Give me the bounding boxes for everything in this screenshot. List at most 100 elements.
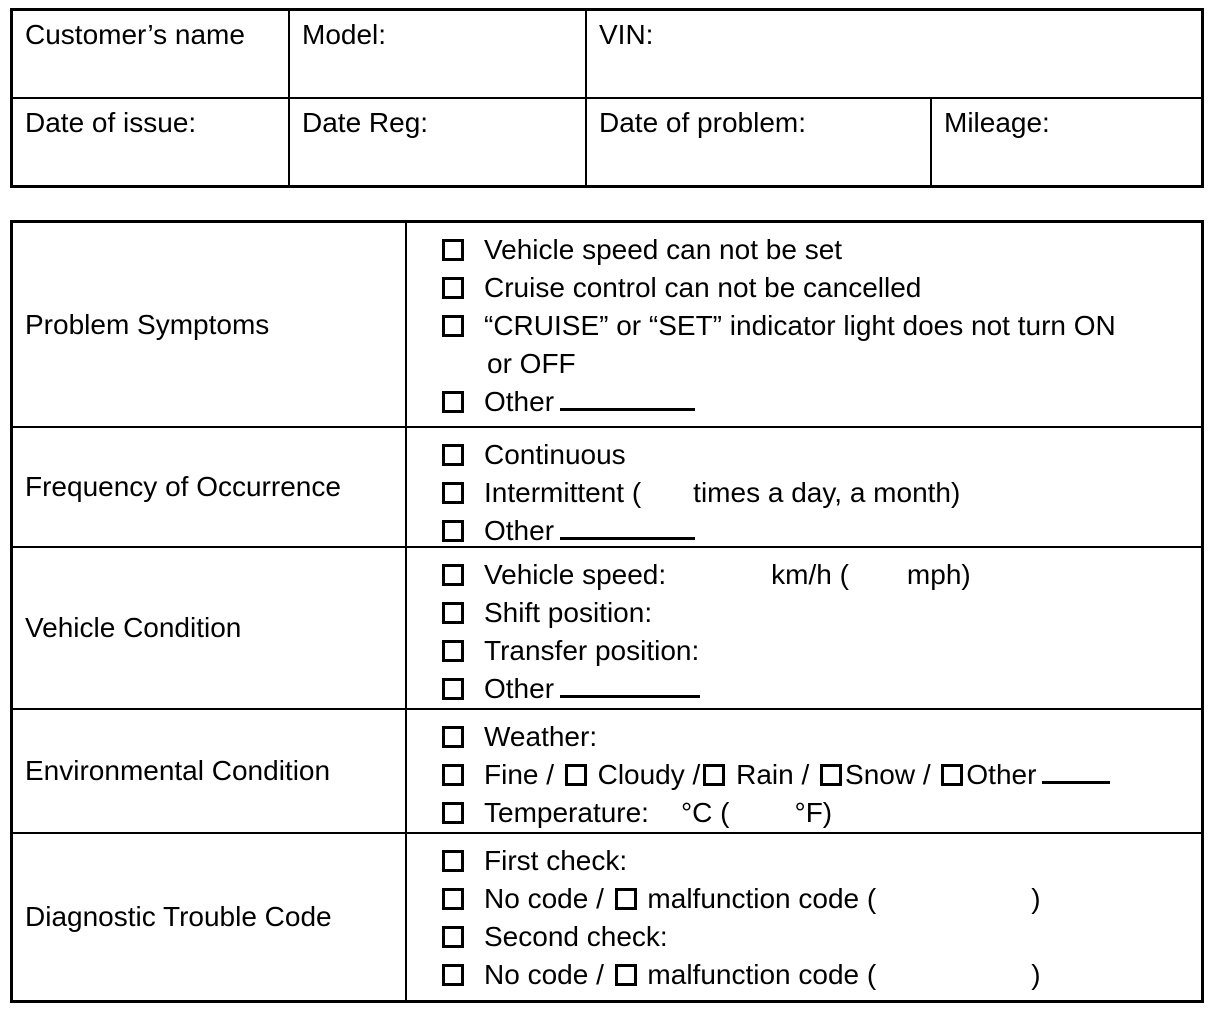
field-label-vin: VIN: [599, 19, 654, 50]
checkbox-weather[interactable] [442, 726, 464, 748]
checkbox-transfer-position[interactable] [442, 640, 464, 662]
item-text: times a day, a month) [693, 477, 961, 508]
checkbox-cruise-control-can-not[interactable] [442, 277, 464, 299]
indent-spacer [442, 372, 487, 373]
checklist-line: or OFF [442, 345, 1197, 383]
checkbox-shift-position[interactable] [442, 602, 464, 624]
checkbox-fine[interactable] [442, 764, 464, 786]
item-text: Second check: [484, 921, 668, 952]
category-cell-vehicle-condition: Vehicle Condition [13, 548, 407, 708]
item-text: Vehicle speed can not be set [484, 234, 843, 265]
checkbox-malfunction-code[interactable] [614, 888, 637, 910]
item-text: Weather: [484, 721, 598, 752]
checkbox-no-code[interactable] [442, 888, 464, 910]
checkbox-vehicle-speed-can-not[interactable] [442, 239, 464, 261]
checkbox-no-code[interactable] [442, 964, 464, 986]
checkbox-intermittent[interactable] [442, 482, 464, 504]
spacer [730, 821, 795, 822]
category-label: Problem Symptoms [25, 308, 270, 340]
item-text: “CRUISE” or “SET” indicator light does n… [484, 310, 1116, 341]
checklist-line: Shift position: [442, 594, 1197, 632]
field-label-model: Model: [302, 19, 387, 50]
checkbox-malfunction-code[interactable] [614, 964, 637, 986]
item-text: Shift position: [484, 597, 653, 628]
checklist-items: First check: No code / malfunction code (… [407, 834, 1201, 1000]
checklist-line: Other [442, 512, 1197, 546]
checklist-line: Intermittent ( times a day, a month) [442, 474, 1197, 512]
field-cell-model: Model: [290, 11, 587, 97]
item-text: Other [484, 515, 555, 546]
checkbox-temperature[interactable] [442, 802, 464, 824]
fill-in-blank [1042, 780, 1111, 784]
item-text: Other [484, 386, 555, 417]
checklist-line: Vehicle speed: km/h ( mph) [442, 556, 1197, 594]
checkbox-rain[interactable] [703, 764, 726, 786]
checkbox-snow[interactable] [820, 764, 843, 786]
item-text: °F) [794, 797, 833, 828]
field-cell-date-reg: Date Reg: [290, 99, 587, 185]
checklist-line: Weather: [442, 718, 1197, 756]
item-text: or OFF [487, 348, 576, 379]
checklist-line: Fine / Cloudy / Rain / Snow / Other [442, 756, 1197, 794]
checklist-items: Weather: Fine / Cloudy / Rain / Snow / Ot… [407, 710, 1201, 832]
item-text: Temperature: [484, 797, 649, 828]
category-label: Diagnostic Trouble Code [25, 901, 332, 932]
spacer [849, 583, 907, 584]
checkbox-other[interactable] [442, 678, 464, 700]
field-cell-date-of-issue: Date of issue: [13, 99, 290, 185]
item-text: Cloudy / [589, 759, 701, 790]
item-text: ) [1031, 883, 1041, 914]
item-text: Snow / [845, 759, 939, 790]
category-cell-problem-symptoms: Problem Symptoms [13, 223, 407, 426]
item-text: First check: [484, 845, 628, 876]
checkbox-continuous[interactable] [442, 444, 464, 466]
checklist-line: Transfer position: [442, 632, 1197, 670]
item-text: Vehicle speed: [484, 559, 667, 590]
category-cell-diagnostic-trouble-code: Diagnostic Trouble Code [13, 834, 407, 1000]
checklist-line: No code / malfunction code () [442, 956, 1197, 994]
field-cell-mileage: Mileage: [932, 99, 1201, 185]
item-text: Fine / [484, 759, 562, 790]
item-text: malfunction code ( [639, 959, 877, 990]
fill-in-blank [560, 407, 696, 411]
fill-in-blank [560, 694, 701, 698]
item-text: km/h ( [771, 559, 849, 590]
checkbox-cloudy[interactable] [564, 764, 587, 786]
spacer [876, 907, 1031, 908]
checkbox-other[interactable] [941, 764, 964, 786]
checklist-line: Other [442, 670, 1197, 708]
checklist-line: Cruise control can not be cancelled [442, 269, 1197, 307]
category-cell-environmental-condition: Environmental Condition [13, 710, 407, 832]
spacer [641, 501, 693, 502]
item-text: Transfer position: [484, 635, 700, 666]
checkbox-cruise-or-set-indicator[interactable] [442, 315, 464, 337]
row-diagnostic-trouble-code: Diagnostic Trouble Code First check: No co… [13, 834, 1201, 1000]
row-problem-symptoms: Problem Symptoms Vehicle speed can not be… [13, 223, 1201, 428]
category-label: Vehicle Condition [25, 612, 242, 643]
item-text: Other [966, 759, 1037, 790]
item-text: Continuous [484, 439, 626, 470]
item-text: Cruise control can not be cancelled [484, 272, 922, 303]
item-text: ) [1031, 959, 1041, 990]
checklist-line: “CRUISE” or “SET” indicator light does n… [442, 307, 1197, 345]
checkbox-other[interactable] [442, 520, 464, 542]
fill-in-blank [560, 536, 696, 540]
item-text: No code / [484, 883, 612, 914]
checklist-line: Vehicle speed can not be set [442, 231, 1197, 269]
spacer [666, 583, 771, 584]
checkbox-first-check[interactable] [442, 850, 464, 872]
category-label: Frequency of Occurrence [25, 471, 341, 502]
checkbox-vehicle-speed[interactable] [442, 564, 464, 586]
checkbox-other[interactable] [442, 391, 464, 413]
category-cell-frequency-of-occurrence: Frequency of Occurrence [13, 428, 407, 546]
checkbox-second-check[interactable] [442, 926, 464, 948]
item-text: Intermittent ( [484, 477, 642, 508]
spacer [876, 983, 1031, 984]
checklist-line: Continuous [442, 436, 1197, 474]
item-text: mph) [906, 559, 971, 590]
